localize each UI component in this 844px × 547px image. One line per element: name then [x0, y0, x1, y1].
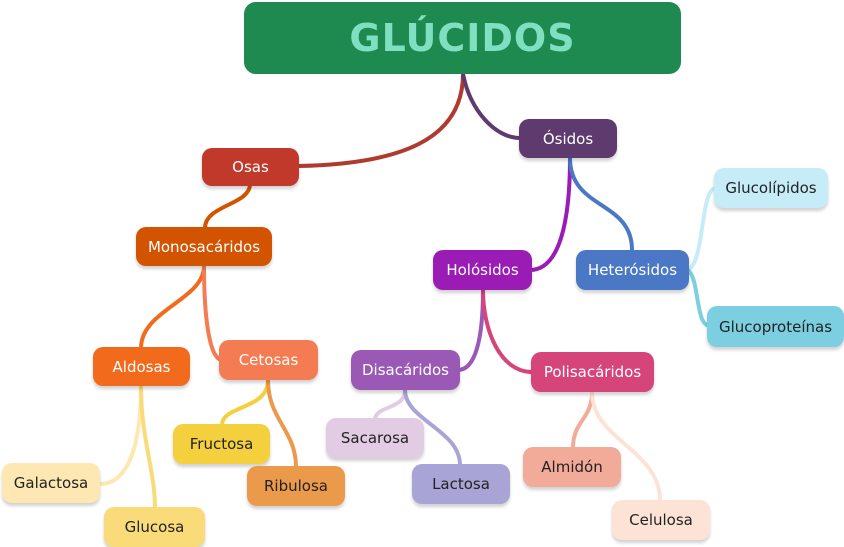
topic-cetosas[interactable]: Cetosas — [219, 340, 318, 380]
topic-fructosa[interactable]: Fructosa — [173, 424, 270, 464]
topic-celulosa-label: Celulosa — [629, 511, 693, 529]
topic-osidos-label: Ósidos — [542, 129, 594, 148]
topic-cetosas-label: Cetosas — [238, 351, 299, 369]
link-mono-cetosas — [202, 264, 224, 362]
topic-monosacaridos-label: Monosacáridos — [147, 237, 261, 256]
topic-glucosa-label: Glucosa — [124, 518, 185, 536]
topic-galactosa-label: Galactosa — [13, 474, 89, 492]
topic-osas[interactable]: Osas — [202, 148, 299, 186]
topic-aldosas-label: Aldosas — [112, 357, 171, 376]
link-osas-monosacaridos — [203, 182, 252, 230]
topic-lactosa[interactable]: Lactosa — [412, 464, 510, 504]
topic-disacaridos[interactable]: Disacáridos — [351, 350, 460, 390]
root-topic[interactable]: GLÚCIDOS — [244, 2, 681, 74]
topic-glucoproteinas-label: Glucoproteínas — [718, 317, 833, 336]
link-mono-aldosas — [139, 264, 206, 350]
link-osidos-holosidos — [528, 156, 572, 272]
topic-fructosa-label: Fructosa — [189, 435, 254, 453]
link-aldosas-glucosa — [139, 384, 157, 510]
topic-almidon[interactable]: Almidón — [523, 447, 621, 487]
topic-sacarosa[interactable]: Sacarosa — [326, 418, 424, 458]
topic-holosidos[interactable]: Holósidos — [433, 250, 532, 290]
topic-almidon-label: Almidón — [541, 458, 603, 476]
link-holosidos-disacaridos — [456, 288, 485, 372]
link-cetosas-fructosa — [220, 378, 270, 427]
topic-glucosa[interactable]: Glucosa — [104, 507, 205, 547]
topic-heterosidos-label: Heterósidos — [587, 261, 678, 279]
topic-heterosidos[interactable]: Heterósidos — [576, 250, 689, 290]
link-polisacaridos-celulosa — [590, 390, 662, 502]
link-polisacaridos-almidon — [571, 390, 594, 450]
root-topic-label: GLÚCIDOS — [349, 16, 576, 60]
link-root-osas — [296, 72, 465, 168]
link-cetosas-ribulosa — [266, 378, 298, 469]
link-disacaridos-sacarosa — [373, 388, 407, 422]
topic-glucolipidos-label: Glucolípidos — [725, 179, 817, 197]
topic-galactosa[interactable]: Galactosa — [2, 463, 100, 503]
topic-holosidos-label: Holósidos — [446, 261, 519, 279]
topic-monosacaridos[interactable]: Monosacáridos — [136, 227, 272, 266]
link-root-osidos — [461, 72, 522, 140]
topic-polisacaridos[interactable]: Polisacáridos — [531, 352, 654, 392]
link-aldosas-galactosa — [98, 384, 143, 486]
link-holosidos-polisacaridos — [481, 288, 534, 374]
topic-lactosa-label: Lactosa — [432, 475, 490, 493]
topic-glucolipidos[interactable]: Glucolípidos — [714, 168, 828, 208]
topic-osidos[interactable]: Ósidos — [519, 119, 617, 158]
topic-polisacaridos-label: Polisacáridos — [543, 363, 642, 381]
topic-glucoproteinas[interactable]: Glucoproteínas — [707, 306, 844, 347]
topic-ribulosa[interactable]: Ribulosa — [247, 466, 345, 506]
topic-osas-label: Osas — [232, 158, 269, 176]
link-heterosidos-glucolipidos — [686, 186, 718, 272]
topic-aldosas[interactable]: Aldosas — [93, 347, 190, 386]
link-heterosidos-glucoproteinas — [686, 268, 712, 328]
topic-disacaridos-label: Disacáridos — [361, 361, 449, 379]
topic-sacarosa-label: Sacarosa — [340, 429, 410, 447]
topic-celulosa[interactable]: Celulosa — [612, 500, 710, 540]
link-disacaridos-lactosa — [403, 388, 462, 467]
link-osidos-heterosidos — [568, 156, 634, 252]
topic-ribulosa-label: Ribulosa — [264, 477, 328, 495]
